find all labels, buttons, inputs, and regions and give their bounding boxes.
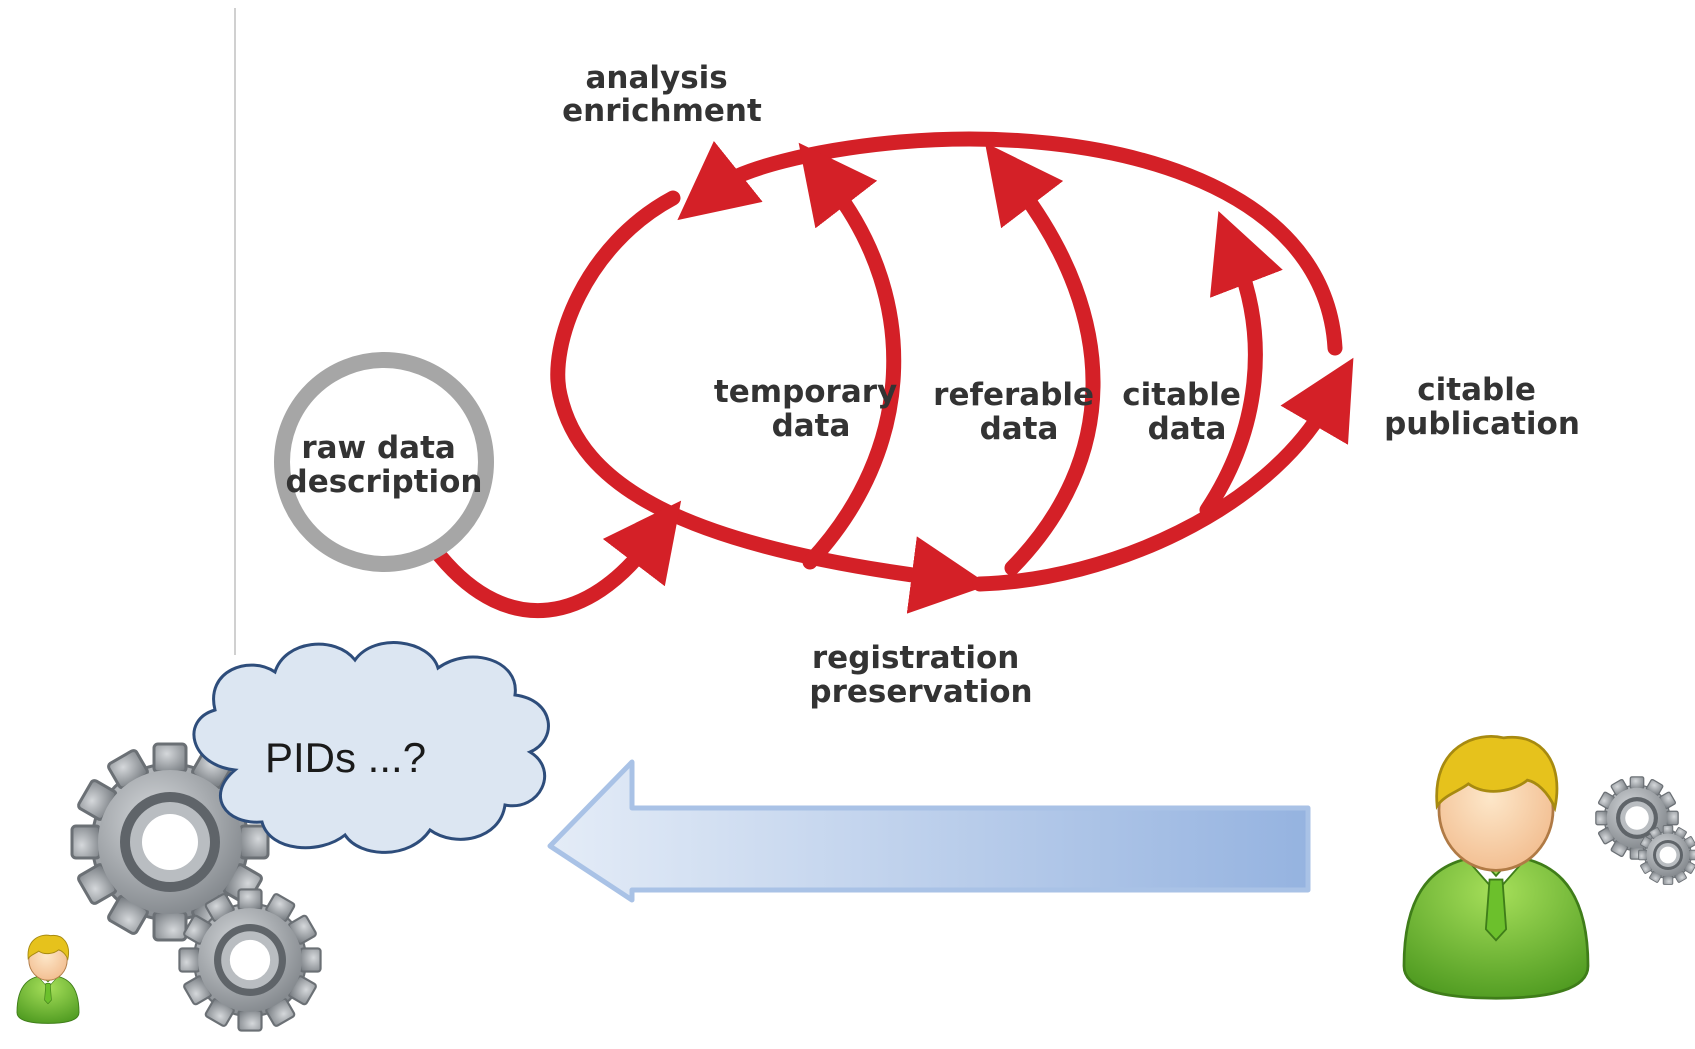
pids-question-text: PIDs ...?: [265, 734, 426, 781]
small-user-icon: [16, 934, 80, 1024]
arrow-outer-top: [677, 131, 1343, 356]
arrow-to-temporary: [798, 142, 902, 570]
arrow-from-raw: [432, 500, 682, 618]
arrow-to-referable: [984, 142, 1101, 576]
registration-preservation-label: registration preservation: [809, 640, 1032, 710]
citable-data-label: citable data: [1122, 377, 1251, 447]
small-gears-icon: [1595, 776, 1695, 885]
temporary-data-label: temporary data: [714, 374, 908, 444]
citable-publication-label: citable publication: [1384, 372, 1580, 442]
arrow-to-citable-data: [1199, 211, 1283, 518]
request-arrow: [547, 759, 1311, 903]
raw-data-ring: [274, 352, 494, 572]
referable-data-label: referable data: [933, 377, 1105, 447]
arrow-to-citable-pub: [972, 357, 1354, 592]
cloud-thought-icon: [192, 641, 550, 854]
user-icon: [1402, 735, 1590, 1000]
analysis-enrichment-label: analysis enrichment: [562, 60, 762, 129]
raw-data-label: raw data description: [286, 430, 483, 500]
arrow-to-analysis: [550, 190, 990, 614]
lifecycle-cycle: [432, 131, 1354, 618]
